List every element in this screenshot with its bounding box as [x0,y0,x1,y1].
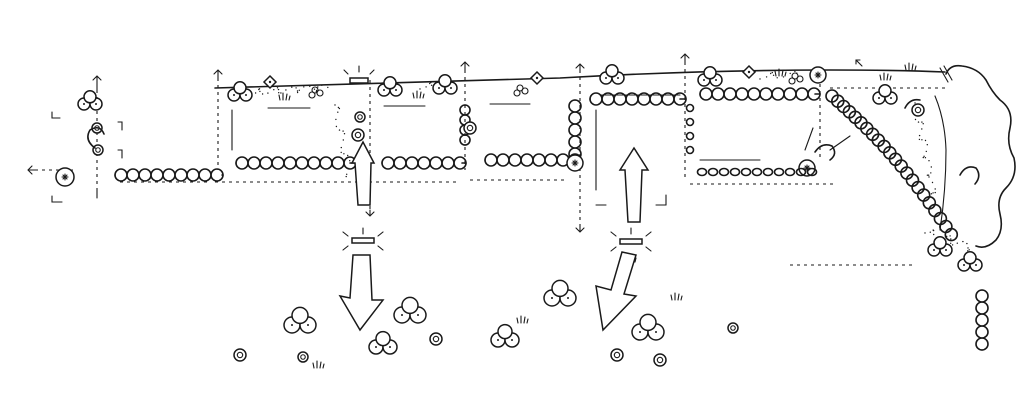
flower-diamond [529,70,545,86]
oval-shrub [729,167,741,177]
single-tree [610,348,624,362]
oval-shrub [795,167,807,177]
circulation-arrow-up [350,140,376,206]
north-edge-line [214,69,946,89]
curl-marks [87,98,980,185]
hedge-row [235,156,357,170]
shrub-hedge-rows [114,87,821,182]
circulation-arrow-double [618,146,650,223]
tree-cluster [543,279,577,307]
tree-clusters [77,64,983,355]
oval-shrub [707,167,719,177]
tree-cluster [432,74,458,95]
oval-shrub [685,131,695,141]
hedge-row [589,92,687,106]
curved-hedge-row [825,89,959,242]
oval-shrub [806,167,818,177]
grass-tuft [904,62,917,71]
flower-diamonds [262,64,804,99]
tree-cluster [957,251,983,272]
light-fixture [939,65,953,83]
single-tree [653,353,667,367]
hedge-column [975,289,989,351]
hedge-column [568,99,582,161]
grass-tufts [278,62,917,369]
grass-tuft [670,292,683,301]
vertical-hedge [975,289,989,351]
flower-cluster [788,72,804,85]
light-fixtures [342,65,953,252]
single-tree [297,351,309,363]
grass-tuft [879,72,892,81]
hedge-row [699,87,821,101]
oval-shrub [773,167,785,177]
flower-diamond [262,74,278,90]
grass-tuft [774,68,787,77]
tree-cluster [490,323,520,348]
accent-tree [798,159,816,177]
oval-shrub [718,167,730,177]
flower-diamond [741,64,757,80]
diagonal-lines [804,127,851,151]
oval-shrub [696,167,708,177]
single-tree [233,348,247,362]
single-tree [354,111,366,123]
accent-tree [566,154,584,172]
oval-shrub [751,167,763,177]
bay-brackets [51,94,761,206]
accent-tree [809,66,827,84]
tree-cluster [927,236,953,257]
oval-shrub-row [685,103,818,177]
oval-shrub [762,167,774,177]
single-tree [351,128,365,142]
oval-shrub [740,167,752,177]
tree-cluster [283,306,317,334]
view-arrow-left [338,254,385,332]
light-fixture [342,227,384,251]
grass-tuft [516,315,529,324]
accent-tree [55,167,75,187]
tree-cluster [393,296,427,324]
hedge-shrub [944,227,959,242]
single-tree [92,144,104,156]
dashed-boundaries [35,62,945,266]
single-tree [911,103,925,117]
single-tree [727,322,739,334]
flower-cluster [308,86,324,99]
grass-tuft [412,90,425,99]
light-fixture [610,227,652,252]
small-arrows [27,53,863,233]
accent-trees [55,66,827,187]
pond-outline [934,64,1016,248]
tree-cluster [377,76,403,97]
grass-tuft [278,92,291,101]
view-arrows [338,140,650,332]
tree-cluster [227,81,253,102]
tree-cluster [631,313,665,341]
tree-cluster [872,84,898,105]
grass-tuft [312,360,325,369]
tree-cluster [697,66,723,87]
light-fixture [343,65,375,84]
view-arrow-right [595,251,638,332]
hedge-row [114,168,224,182]
tree-cluster [599,64,625,85]
hedge-row [381,156,467,170]
single-tree [429,332,443,346]
oval-shrub [685,145,695,155]
oval-shrub [784,167,796,177]
tree-cluster [368,330,398,355]
flower-cluster [513,84,529,97]
single-trees [91,103,925,367]
oval-shrub [685,117,695,127]
single-tree [463,121,477,135]
oval-shrub [685,103,695,113]
tree-cluster [77,90,103,111]
